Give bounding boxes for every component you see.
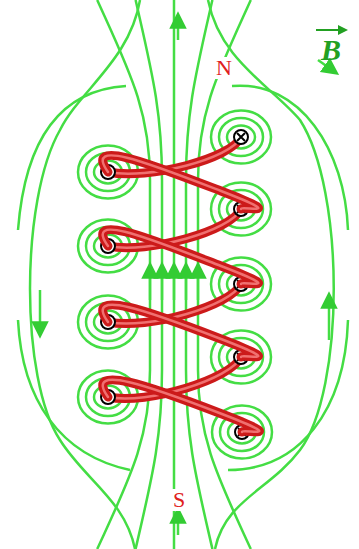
coil-highlight [103,230,259,284]
field-stroke [328,300,331,340]
coil-highlight [103,155,259,209]
coil-wire [103,155,259,209]
field-stroke [136,0,162,549]
coil-highlight [103,305,259,357]
field-vector-label: B [321,35,341,65]
field-stroke [208,0,334,549]
south-pole-label: S [172,489,186,511]
north-pole-label: N [215,57,233,79]
field-stroke [177,20,180,40]
field-stroke [173,0,176,549]
coil-wire [103,380,260,432]
field-stroke [185,270,188,300]
field-stroke [173,270,176,300]
field-stroke [18,320,130,470]
field-stroke [161,270,164,300]
coil-highlight [103,380,260,432]
coil-wire [103,305,259,357]
field-stroke [30,0,140,549]
field-stroke [186,0,212,549]
field-stroke [228,320,348,470]
coil-wire [103,230,259,284]
field-stroke [97,0,150,549]
current-in-symbol [234,130,248,144]
field-stroke [39,290,42,330]
field-stroke [177,515,180,535]
current-in-cross [237,133,245,141]
field-stroke [149,270,152,300]
field-stroke [197,270,200,300]
